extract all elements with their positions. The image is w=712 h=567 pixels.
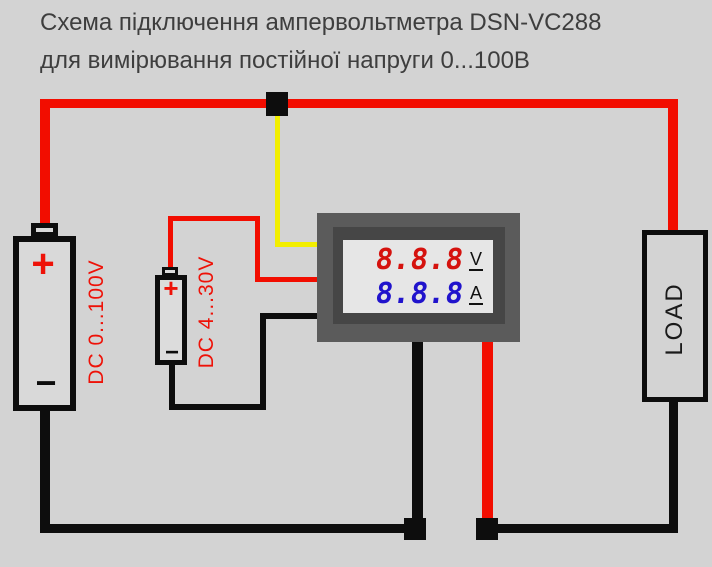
aux-battery-body bbox=[155, 275, 187, 365]
junction-bottom-right bbox=[476, 518, 498, 540]
diagram-title-line2: для вимірювання постійної напруги 0...10… bbox=[40, 47, 530, 74]
wire-bottom-left-run bbox=[40, 524, 415, 533]
wire-aux-negative-down bbox=[169, 363, 175, 410]
load-label: LOAD bbox=[661, 282, 688, 356]
wire-aux-negative-up bbox=[260, 313, 266, 410]
wire-positive-bus-right-drop bbox=[668, 99, 678, 232]
diagram-title-line1: Схема підключення ампервольтметра DSN-VC… bbox=[40, 9, 602, 36]
wire-aux-positive-top bbox=[168, 216, 260, 221]
aux-battery-label: DC 4...30V bbox=[195, 255, 218, 369]
voltmeter-reading: 8.8.8 bbox=[373, 242, 466, 276]
wire-voltage-sense-into-meter bbox=[275, 242, 317, 247]
wire-aux-negative-into-meter bbox=[260, 313, 317, 319]
wire-meter-common-drop bbox=[412, 342, 423, 528]
main-battery-minus-terminal: − bbox=[35, 362, 57, 403]
wire-aux-positive-into-meter bbox=[255, 277, 317, 282]
aux-battery-cap bbox=[162, 267, 178, 276]
junction-top-bus bbox=[266, 92, 288, 116]
wire-aux-negative-bottom bbox=[169, 404, 266, 410]
wire-bottom-right-run bbox=[490, 524, 678, 533]
junction-bottom-left bbox=[404, 518, 426, 540]
aux-battery-minus-terminal: − bbox=[164, 339, 180, 366]
wire-positive-bus-left-drop bbox=[40, 99, 50, 225]
ammeter-unit-label: A bbox=[469, 283, 484, 305]
ammeter-reading: 8.8.8 bbox=[373, 276, 466, 310]
wire-positive-bus-top bbox=[40, 99, 678, 108]
main-battery-cap bbox=[31, 223, 58, 237]
wire-meter-ammeter-drop bbox=[482, 342, 493, 528]
load-box bbox=[642, 230, 708, 402]
aux-battery-plus-terminal: + bbox=[163, 273, 179, 303]
wire-load-negative-drop bbox=[669, 402, 678, 533]
wire-aux-positive-down bbox=[255, 216, 260, 282]
wire-voltage-sense-vertical bbox=[275, 113, 280, 247]
meter-display bbox=[343, 240, 493, 313]
wire-aux-positive-up bbox=[168, 216, 173, 270]
main-battery-body bbox=[13, 236, 76, 411]
wire-main-negative-drop bbox=[40, 410, 50, 533]
main-battery-label: DC 0...100V bbox=[85, 259, 108, 385]
voltmeter-unit-label: V bbox=[469, 249, 484, 271]
main-battery-plus-terminal: + bbox=[31, 242, 55, 286]
